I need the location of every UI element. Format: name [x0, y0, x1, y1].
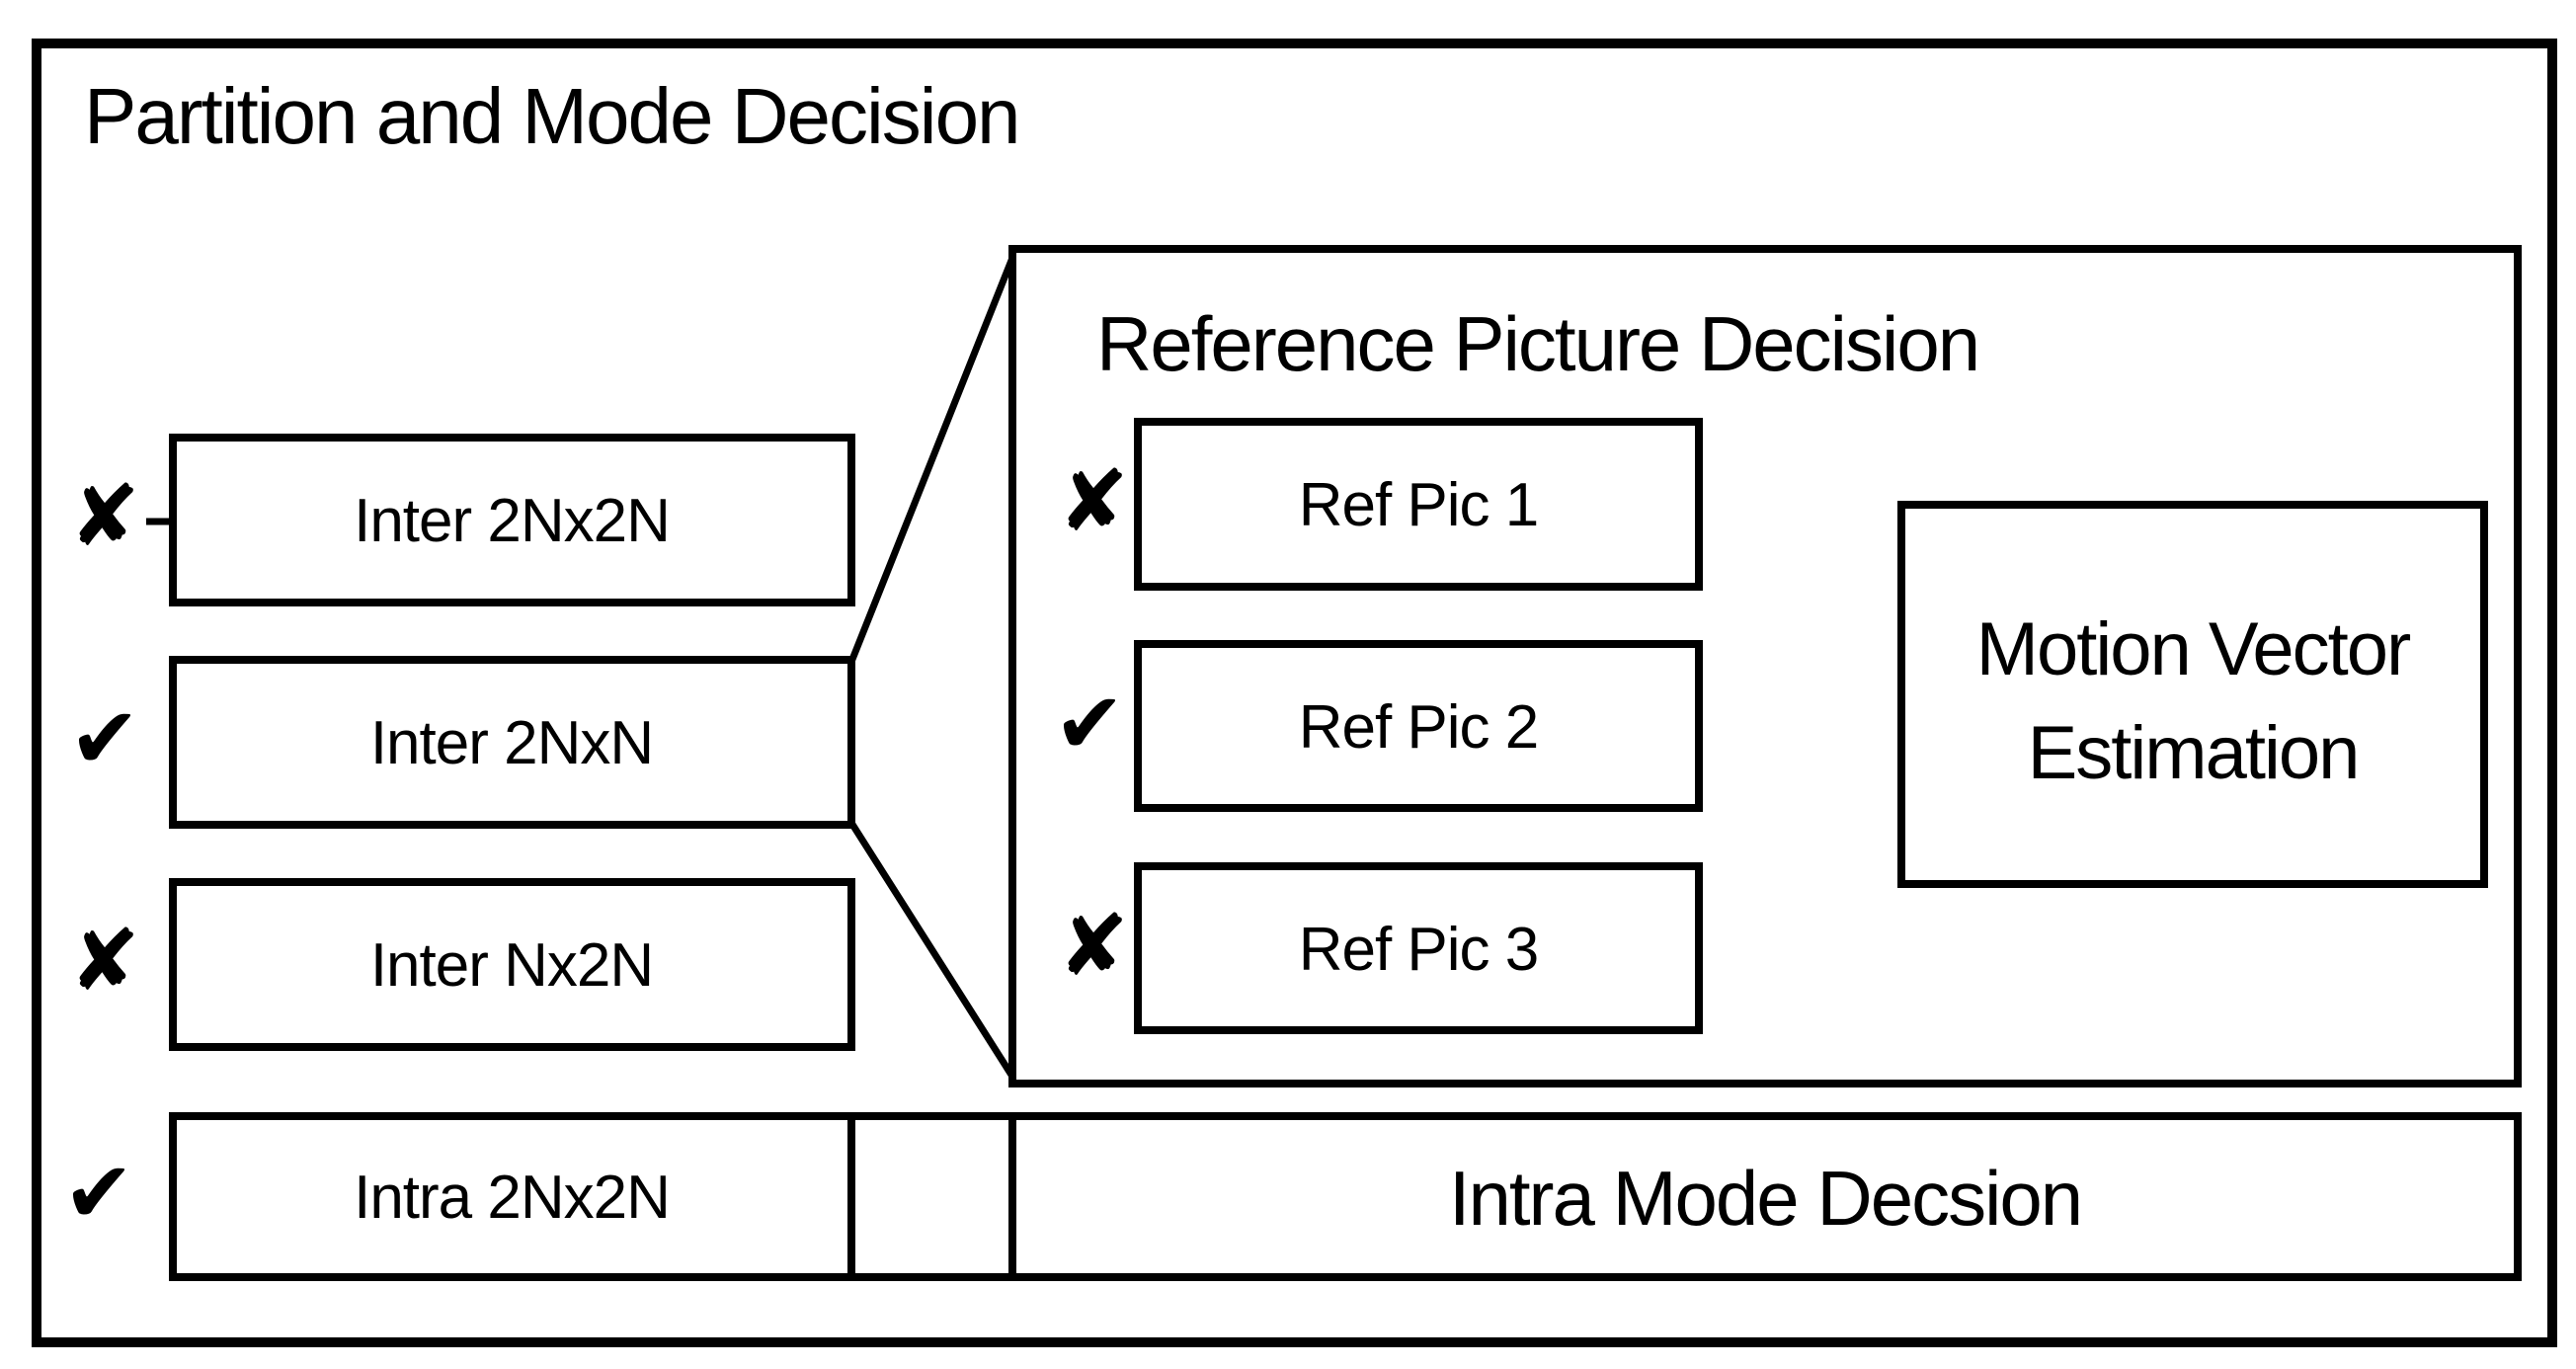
cross-mark-icon: ✘ — [69, 469, 140, 564]
cross-mark-icon: ✘ — [69, 914, 140, 1008]
label-intra-mode-decision: Intra Mode Decsion — [1449, 1155, 2081, 1242]
box-inter-nx2n — [169, 878, 855, 1051]
check-mark-icon: ✔ — [1054, 677, 1125, 771]
box-intra-2nx2n — [169, 1112, 855, 1281]
label-ref-pic-3: Ref Pic 3 — [1299, 916, 1539, 984]
box-ref-pic-1 — [1134, 418, 1703, 591]
check-mark-icon: ✔ — [63, 1146, 134, 1241]
box-ref-pic-2 — [1134, 640, 1703, 812]
label-intra-2nx2n: Intra 2Nx2N — [354, 1164, 670, 1232]
box-inter-2nxn — [169, 656, 855, 829]
label-inter-nx2n: Inter Nx2N — [370, 931, 653, 1000]
spacer-cell — [847, 1112, 1016, 1281]
cross-mark-icon: ✘ — [1058, 454, 1129, 549]
diagram-title: Partition and Mode Decision — [84, 72, 1019, 160]
label-ref-pic-1: Ref Pic 1 — [1299, 471, 1539, 539]
connector-inter2nxn-to-rpd-bottom — [848, 821, 1017, 1082]
label-inter-2nxn: Inter 2NxN — [370, 709, 653, 777]
label-ref-pic-2: Ref Pic 2 — [1299, 693, 1539, 762]
cross-mark-icon: ✘ — [1058, 899, 1129, 994]
connector-inter2nxn-to-rpd-top — [847, 251, 1018, 664]
box-intra-mode-decision — [1008, 1112, 2522, 1281]
label-inter-2nx2n: Inter 2Nx2N — [354, 487, 670, 555]
box-motion-vector-estimation — [1897, 501, 2488, 888]
reference-picture-decision-title: Reference Picture Decision — [1096, 300, 1978, 387]
box-inter-2nx2n — [169, 434, 855, 606]
label-motion-vector-line1: Motion Vector — [1976, 607, 2411, 691]
label-motion-vector-line2: Estimation — [2028, 711, 2359, 795]
check-mark-icon: ✔ — [69, 691, 140, 786]
box-ref-pic-3 — [1134, 862, 1703, 1034]
